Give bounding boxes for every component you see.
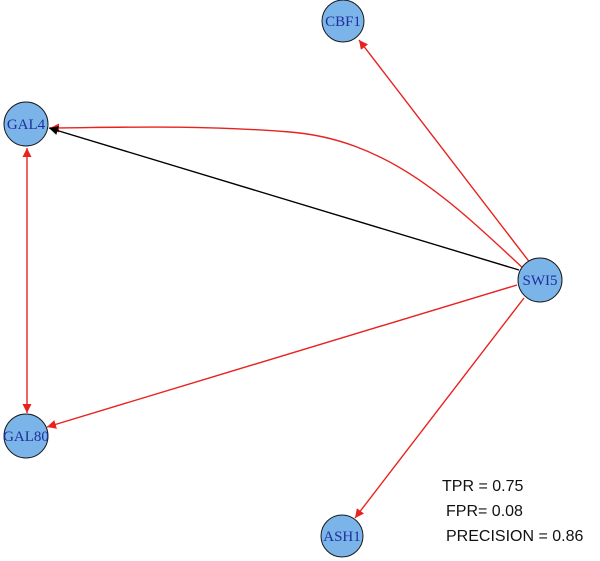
node-gal80[interactable]: GAL80 — [3, 413, 49, 459]
tpr-metric: TPR = 0.75 — [442, 478, 524, 495]
node-cbf1[interactable]: CBF1 — [321, 0, 365, 43]
node-swi5[interactable]: SWI5 — [517, 257, 563, 303]
edge-swi5-ash1 — [354, 297, 525, 519]
fpr-metric: FPR= 0.08 — [446, 503, 523, 520]
edge-swi5-gal4-black — [48, 126, 520, 271]
edges — [22, 39, 532, 519]
node-swi5-label: SWI5 — [523, 273, 558, 289]
node-gal80-circle — [3, 413, 49, 459]
node-ash1[interactable]: ASH1 — [320, 514, 364, 558]
edge-swi5-gal80 — [46, 284, 518, 429]
node-gal80-label: GAL80 — [3, 429, 49, 445]
node-cbf1-circle — [321, 0, 365, 43]
node-ash1-label: ASH1 — [323, 529, 361, 545]
edge-swi5-cbf1 — [358, 39, 532, 265]
node-swi5-circle — [517, 257, 563, 303]
precision-metric: PRECISION = 0.86 — [446, 528, 584, 545]
node-gal4[interactable]: GAL4 — [3, 101, 49, 147]
node-gal4-circle — [3, 101, 49, 147]
node-ash1-circle — [320, 514, 364, 558]
node-gal4-label: GAL4 — [7, 117, 46, 133]
edge-swi5-gal4-red — [49, 123, 526, 271]
node-cbf1-label: CBF1 — [325, 14, 361, 30]
